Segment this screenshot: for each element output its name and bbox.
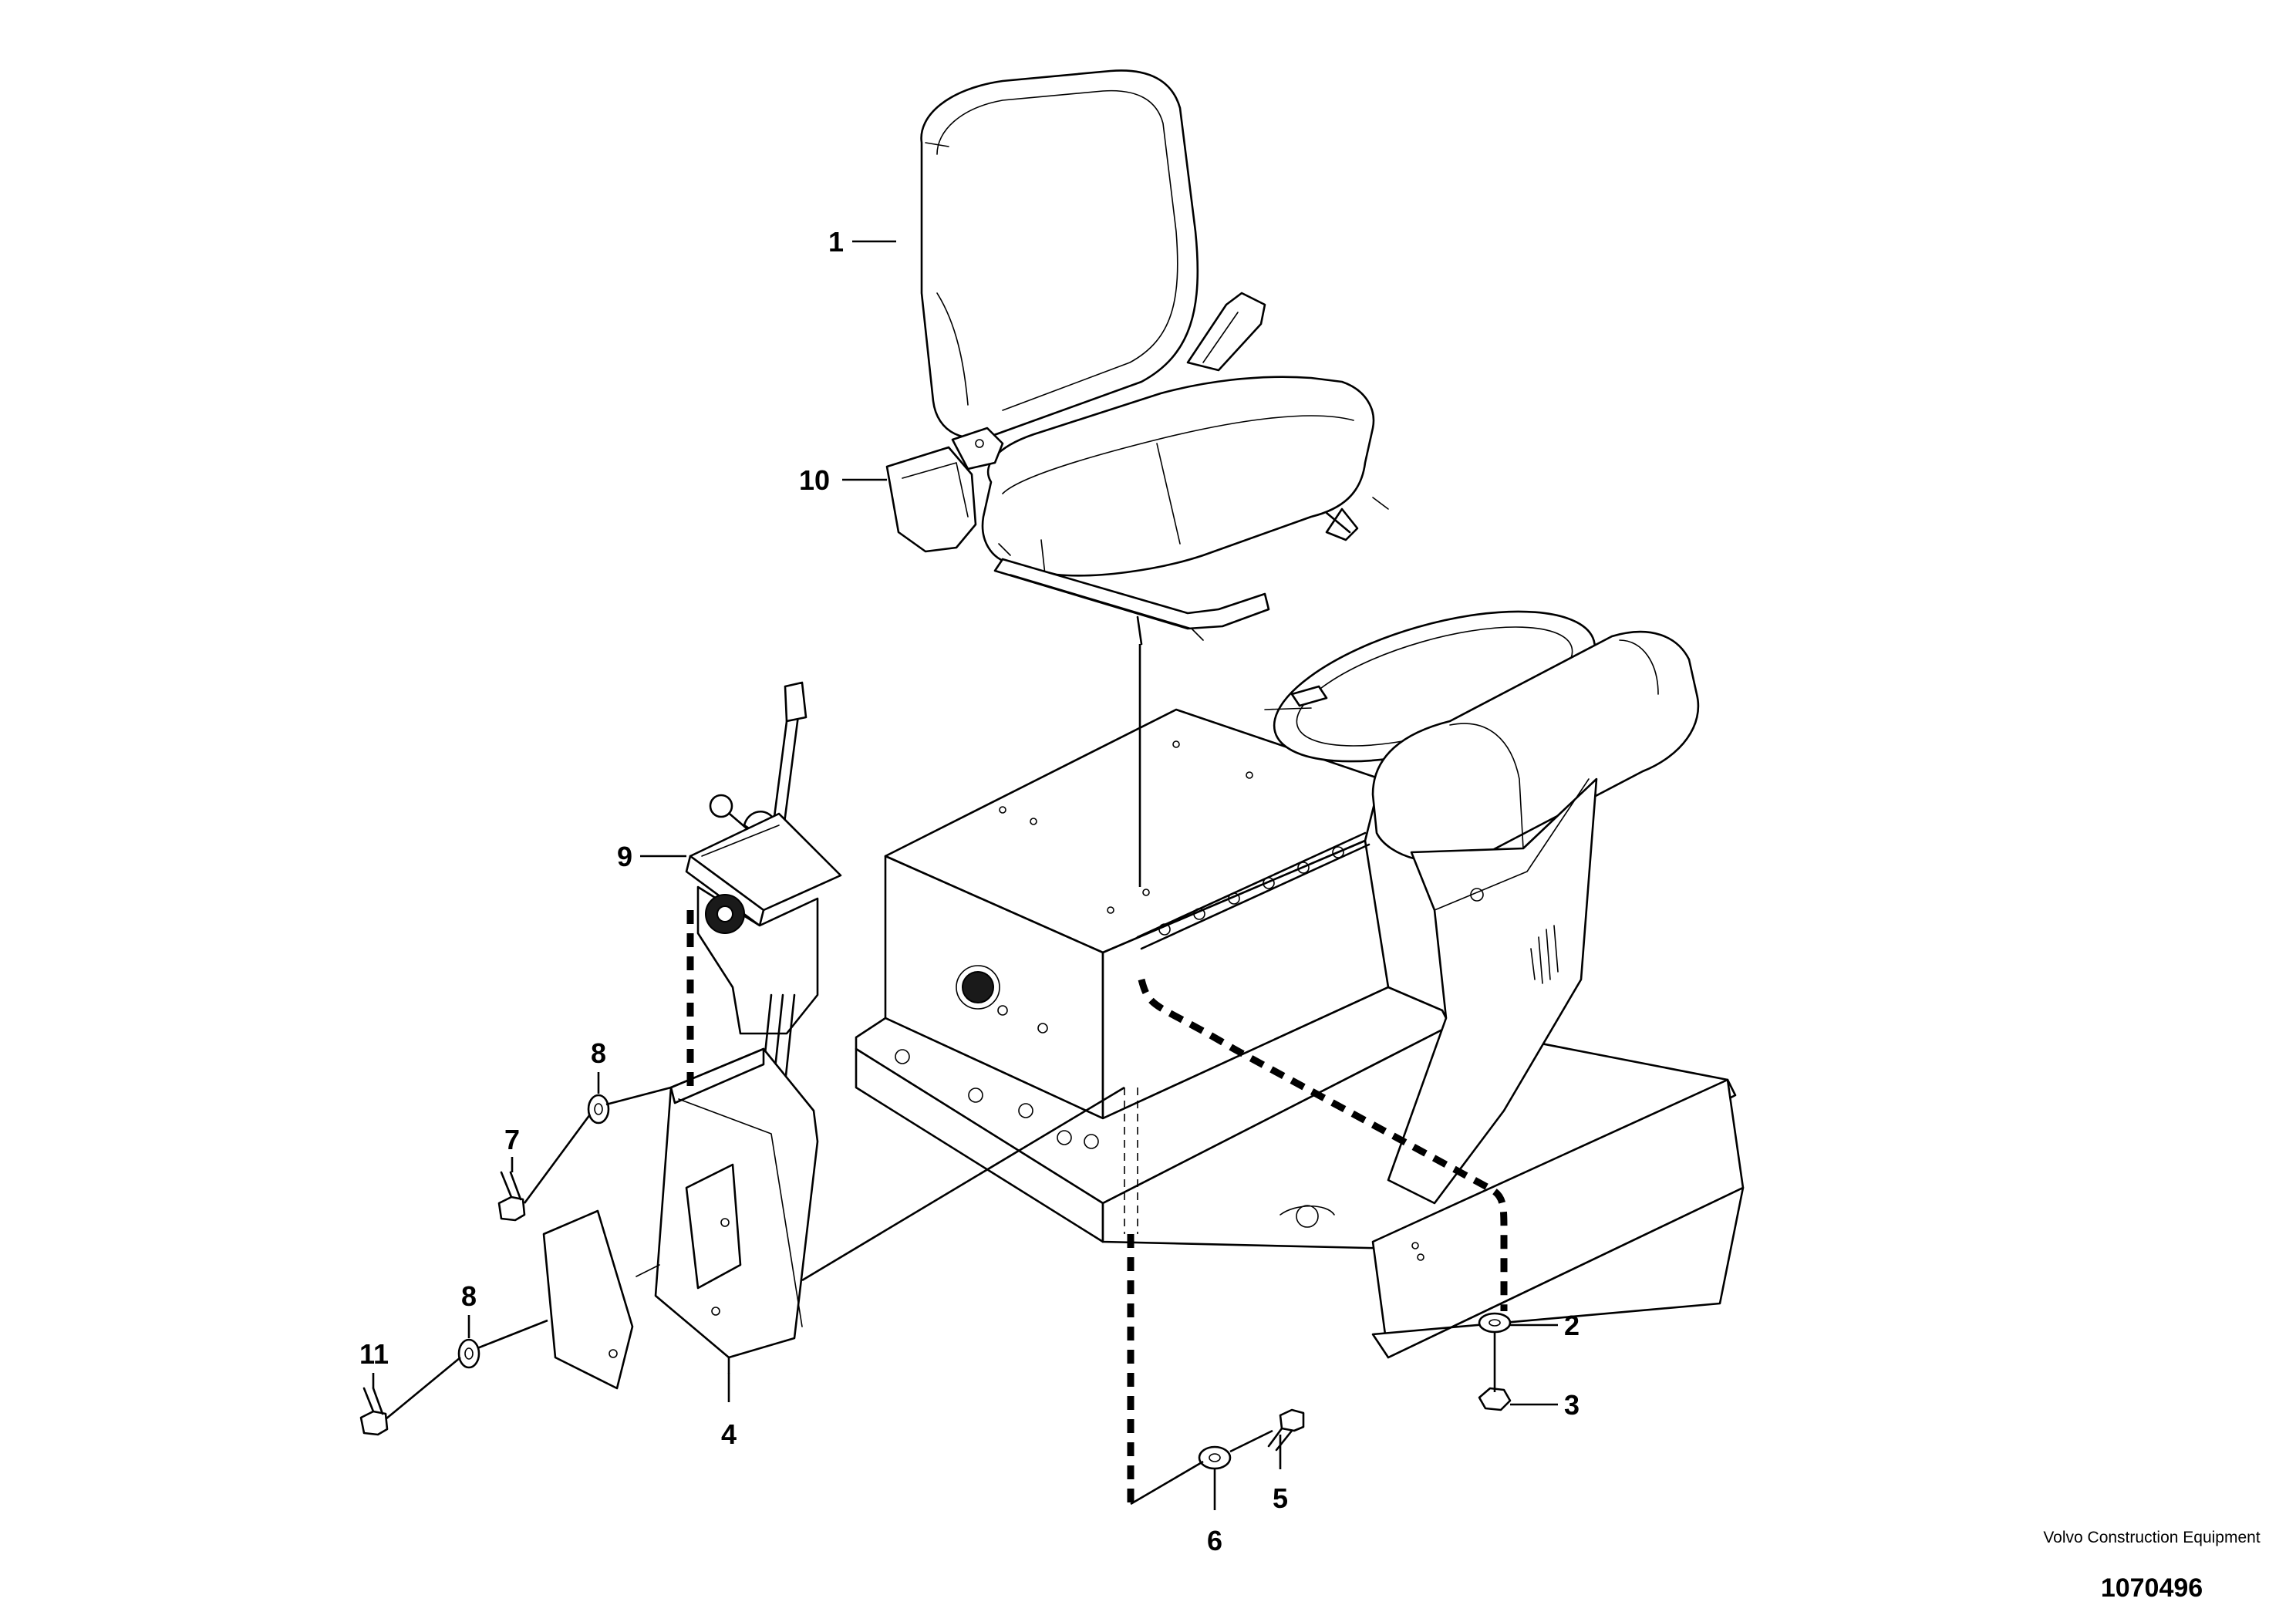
callout-9: 9 [617, 841, 632, 872]
callout-8-upper: 8 [591, 1037, 606, 1069]
callout-11: 11 [359, 1338, 389, 1370]
operator-seat [885, 69, 1389, 646]
callout-2: 2 [1564, 1310, 1580, 1341]
steering-column [1264, 610, 1700, 1205]
drawing-number: 1070496 [2100, 1573, 2203, 1603]
callout-3: 3 [1564, 1389, 1580, 1421]
control-lever-assembly [685, 681, 842, 1143]
callouts: 1 10 9 8 7 8 11 4 6 5 2 3 [359, 226, 1580, 1556]
callout-10: 10 [799, 464, 830, 496]
operator-platform-base [855, 708, 1745, 1359]
brand-name: Volvo Construction Equipment [2043, 1529, 2261, 1546]
callout-8-lower: 8 [461, 1280, 477, 1312]
callout-6: 6 [1207, 1525, 1222, 1556]
callout-4: 4 [721, 1418, 737, 1450]
callout-7: 7 [504, 1124, 520, 1155]
callout-1: 1 [828, 226, 844, 258]
fasteners [359, 1094, 1512, 1470]
console-housing [542, 1047, 819, 1390]
assembly-lines [385, 644, 1508, 1506]
callout-5: 5 [1273, 1482, 1288, 1514]
